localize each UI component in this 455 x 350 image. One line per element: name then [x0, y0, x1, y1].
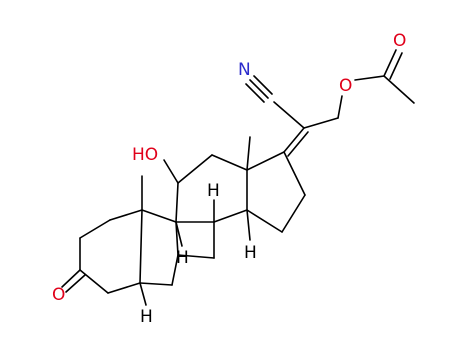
ester-oxygen-label: O — [339, 76, 352, 96]
hydroxyl-bond — [163, 159, 179, 184]
nitrile-nitrogen-label: N — [238, 60, 251, 80]
ring-d-bonds — [246, 151, 306, 233]
methyl-bonds — [141, 136, 251, 211]
side-chain-bonds — [245, 49, 415, 157]
ring-b-bonds — [139, 209, 179, 286]
stereo-hydrogen-bonds — [139, 199, 251, 306]
ring-b-lower-bonds — [177, 221, 215, 259]
hydrogen-label-c5: H — [140, 307, 153, 327]
hydrogen-label-c14: H — [244, 243, 257, 263]
ring-a-bonds — [79, 209, 143, 294]
ketone-bond — [61, 269, 86, 293]
hydrogen-label-c8: H — [207, 181, 220, 201]
carbonyl-oxygen-label: O — [393, 31, 406, 51]
hydrogen-label-c9: H — [176, 248, 189, 268]
ring-c-bonds — [175, 154, 248, 223]
ketone-oxygen-label: O — [52, 285, 65, 305]
hydroxyl-label: HO — [132, 145, 158, 165]
